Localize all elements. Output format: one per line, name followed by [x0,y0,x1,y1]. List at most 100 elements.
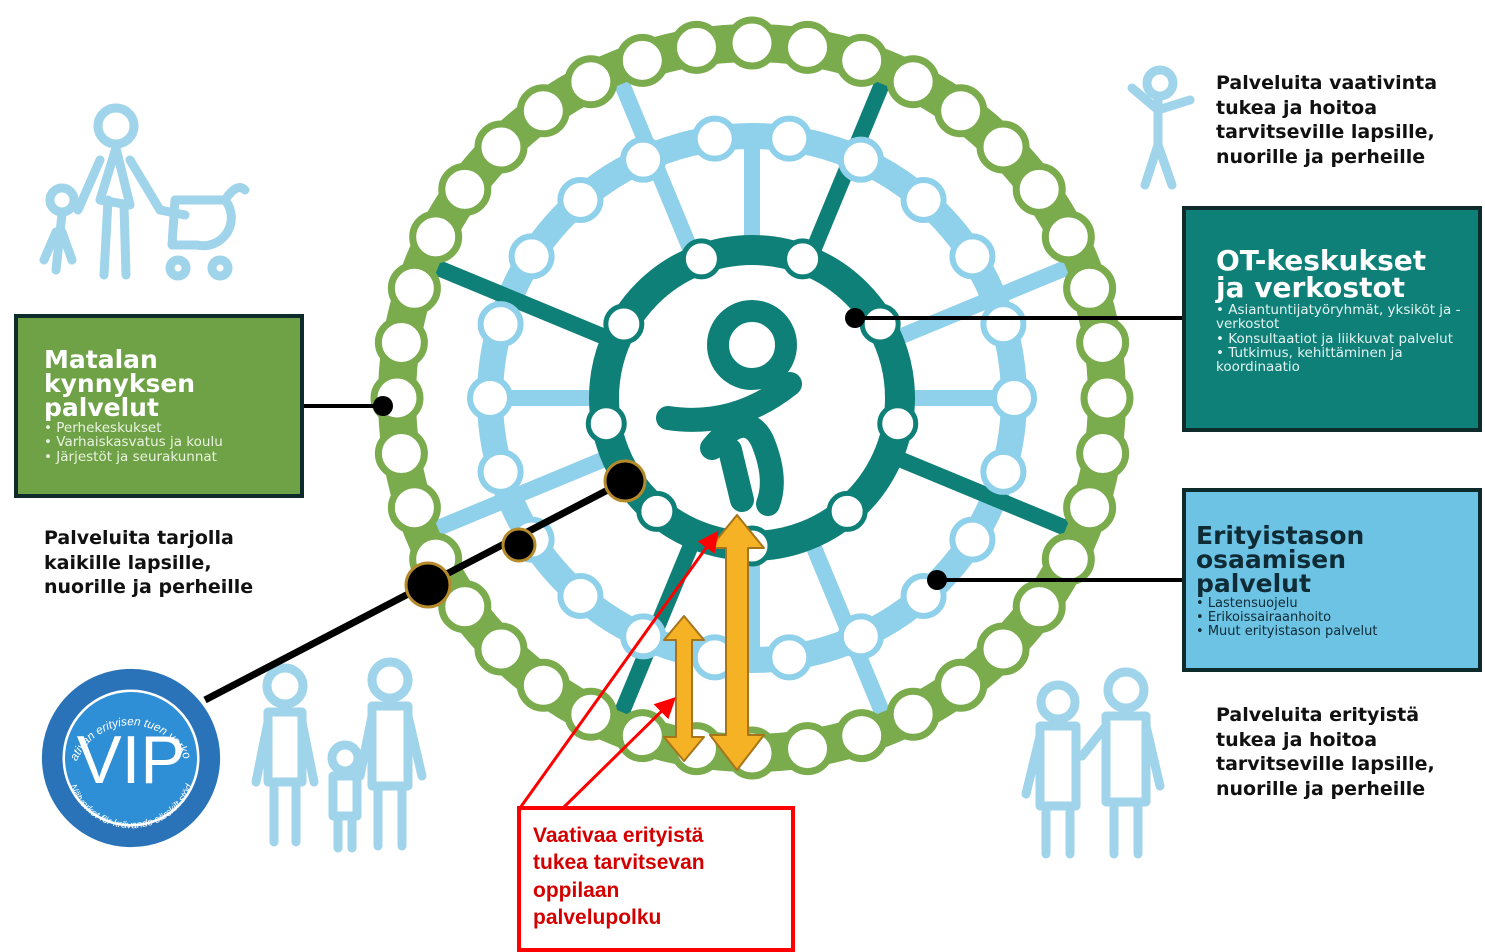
middle-node [980,301,1027,348]
list-item: Varhaiskasvatus ja koulu [44,435,290,449]
outer-node [1080,371,1134,425]
list-item: Järjestöt ja seurakunnat [44,449,290,463]
middle-node [620,136,667,183]
outer-node [474,622,528,676]
inner-node [603,303,645,345]
outer-node [934,84,988,138]
spoke [878,260,1070,352]
outer-node [725,16,779,70]
outer-node [886,687,940,741]
outer-node [1063,481,1117,535]
outer-node [516,84,570,138]
support-level-arrows [663,514,765,771]
spoke [798,80,890,272]
middle-node [557,573,604,620]
outer-node [387,261,441,315]
service-path-note: Vaativaa erityistä tukea tarvitsevan opp… [517,806,795,952]
path-node [404,561,452,609]
outer-node [474,120,528,174]
spoke [614,524,706,716]
inner-node [877,403,919,445]
center-child-icon [656,300,802,516]
specialist-list: Lastensuojelu Erikoissairaanhoito Muut e… [1196,597,1470,638]
vip-text: VIP [77,723,185,798]
middle-node [949,233,996,280]
outer-node [1041,532,1095,586]
list-item: Tutkimus, kehittäminen ja koordinaatio [1216,346,1470,375]
list-item: Erikoissairaanhoito [1196,611,1470,625]
ot-centers-list: Asiantuntijatyöryhmät, yksiköt ja -verko… [1216,303,1470,374]
low-threshold-caption: Palveluita tarjolla kaikille lapsille, n… [44,527,254,599]
outer-node [516,658,570,712]
inner-node [680,238,722,280]
parents-child-icon [251,657,427,853]
middle-node [508,233,555,280]
note-pointer-arrows [518,530,719,810]
connector-lines [304,308,1182,590]
list-item: Lastensuojelu [1196,597,1470,611]
path-node [501,527,537,563]
middle-node [949,516,996,563]
outer-node [1063,261,1117,315]
outer-node [976,622,1030,676]
inner-node [859,303,901,345]
specialist-title: Erityistason osaamisen palvelut [1196,521,1365,598]
spoke [878,444,1070,536]
outer-node [1012,580,1066,634]
middle-node [477,301,524,348]
middle-node [980,448,1027,495]
inner-node [636,490,678,532]
outer-node [409,210,463,264]
outer-node [615,709,669,763]
outer-node [1041,210,1095,264]
outer-node [374,315,428,369]
outer-node [438,580,492,634]
middle-node [557,176,604,223]
outer-node [438,162,492,216]
middle-node [837,613,884,660]
inner-node [782,238,824,280]
outer-node [934,658,988,712]
outer-node [615,33,669,87]
double-arrow-small [663,615,705,762]
middle-node [900,176,947,223]
spoke [798,524,890,716]
vip-logo: VIP Vaativan erityisen tuen verkosto Nät… [36,663,224,851]
couple-icon [1021,667,1165,859]
spoke [614,80,706,272]
middle-node [766,115,813,162]
list-item: Konsultaatiot ja liikkuvat palvelut [1216,331,1470,345]
outer-node [1076,427,1130,481]
family-stroller-icon [39,103,250,281]
outer-node [564,55,618,109]
middle-node [991,375,1037,421]
middle-node [691,115,738,162]
most-demanding-caption: Palveluita vaativinta tukea ja hoitoa ta… [1216,72,1438,169]
low-threshold-list: Perhekeskukset Varhaiskasvatus ja koulu … [44,421,290,464]
spoke [434,444,626,536]
middle-node [837,136,884,183]
middle-node [467,375,513,421]
outer-node [976,120,1030,174]
outer-node [387,481,441,535]
special-support-caption: Palveluita erityistä tukea ja hoitoa tar… [1216,704,1435,801]
middle-node [477,448,524,495]
ot-centers-box: OT-keskukset ja verkostot Asiantuntijaty… [1182,206,1482,432]
inner-node [826,490,868,532]
outer-node [1012,162,1066,216]
list-item: Perhekeskukset [44,421,290,435]
outer-node [835,33,889,87]
list-item: Asiantuntijatyöryhmät, yksiköt ja -verko… [1216,303,1470,332]
middle-node [766,634,813,681]
ot-centers-title: OT-keskukset ja verkostot [1216,244,1427,304]
path-node [603,459,647,503]
outer-node [374,427,428,481]
double-arrow-large [709,514,765,771]
low-threshold-services-box: Matalan kynnyksen palvelut Perhekeskukse… [14,314,304,498]
outer-node [781,20,835,74]
specialist-services-box: Erityistason osaamisen palvelut Lastensu… [1182,488,1482,672]
service-rings [370,16,1134,780]
service-path [203,459,647,704]
outer-node [1076,315,1130,369]
